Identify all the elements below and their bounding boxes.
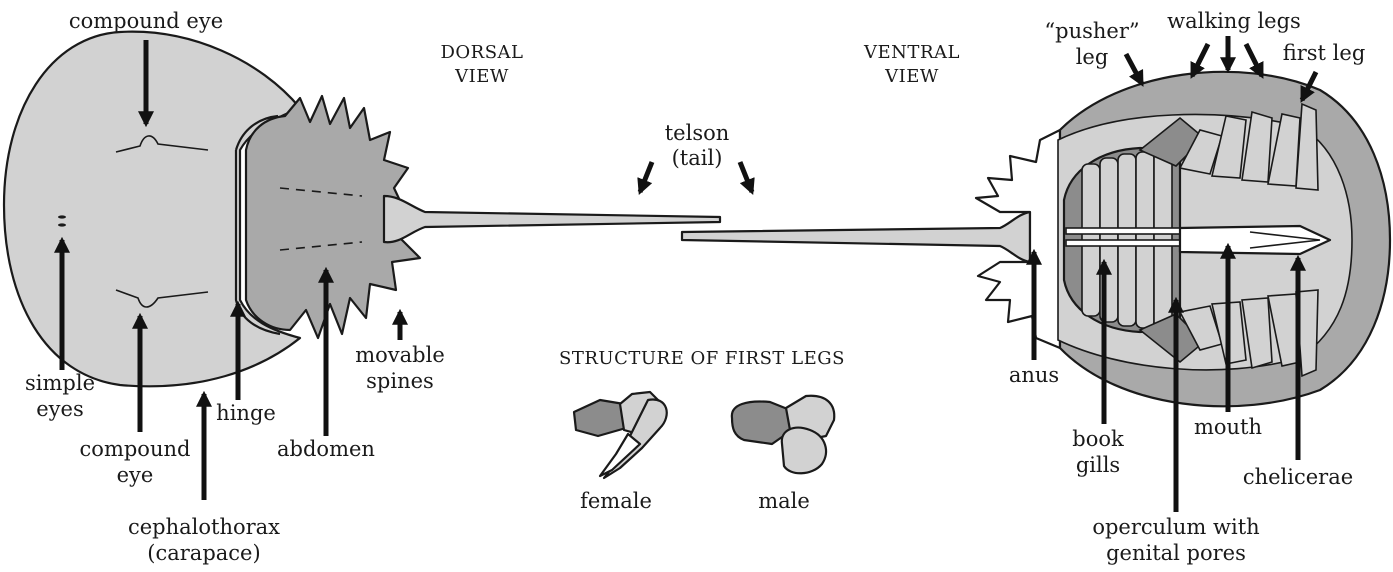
- male-leg-illustration: [732, 396, 834, 474]
- label-book-gills-2: gills: [1076, 453, 1120, 477]
- dorsal-view: DORSAL VIEW compound eye simple eyes com…: [4, 9, 720, 565]
- label-compound-eye-top: compound eye: [69, 9, 223, 33]
- dorsal-title-2: VIEW: [454, 66, 509, 87]
- dorsal-telson: [384, 196, 720, 242]
- label-female: female: [580, 489, 652, 513]
- simple-eyes: [58, 215, 66, 218]
- label-compound-eye-bottom-1: compound: [80, 437, 191, 461]
- first-legs-panel: STRUCTURE OF FIRST LEGS female male: [559, 348, 845, 513]
- first-legs-title: STRUCTURE OF FIRST LEGS: [559, 348, 845, 369]
- telson-label-group: telson (tail): [640, 121, 752, 192]
- label-book-gills-1: book: [1072, 427, 1124, 451]
- label-movable-spines-1: movable: [355, 343, 445, 367]
- female-leg-illustration: [574, 392, 667, 478]
- book-gills: [1066, 152, 1186, 328]
- label-operculum-2: genital pores: [1106, 541, 1246, 565]
- label-operculum-1: operculum with: [1092, 515, 1259, 539]
- label-abdomen: abdomen: [277, 437, 375, 461]
- ventral-mouth-region: [1180, 226, 1330, 254]
- ventral-title-1: VENTRAL: [863, 42, 960, 63]
- label-first-leg: first leg: [1283, 41, 1366, 65]
- label-telson-1: telson: [665, 121, 730, 145]
- label-pusher-leg-1: “pusher”: [1044, 19, 1139, 43]
- label-hinge: hinge: [216, 401, 276, 425]
- label-mouth: mouth: [1194, 415, 1262, 439]
- ventral-view: VENTRAL VIEW “pusher” leg walking legs f…: [682, 9, 1390, 565]
- label-cephalothorax-1: cephalothorax: [128, 515, 280, 539]
- ventral-title-2: VIEW: [884, 66, 939, 87]
- label-simple-eyes-2: eyes: [36, 397, 84, 421]
- ventral-telson: [682, 212, 1030, 262]
- dorsal-title-1: DORSAL: [440, 42, 523, 63]
- label-walking-legs: walking legs: [1167, 9, 1301, 33]
- label-cephalothorax-2: (carapace): [147, 541, 260, 565]
- label-anus: anus: [1009, 363, 1059, 387]
- label-chelicerae: chelicerae: [1243, 465, 1353, 489]
- label-movable-spines-2: spines: [366, 369, 434, 393]
- label-telson-2: (tail): [672, 146, 723, 170]
- label-male: male: [758, 489, 810, 513]
- label-pusher-leg-2: leg: [1076, 45, 1109, 69]
- label-simple-eyes-1: simple: [25, 371, 95, 395]
- label-compound-eye-bottom-2: eye: [117, 463, 154, 487]
